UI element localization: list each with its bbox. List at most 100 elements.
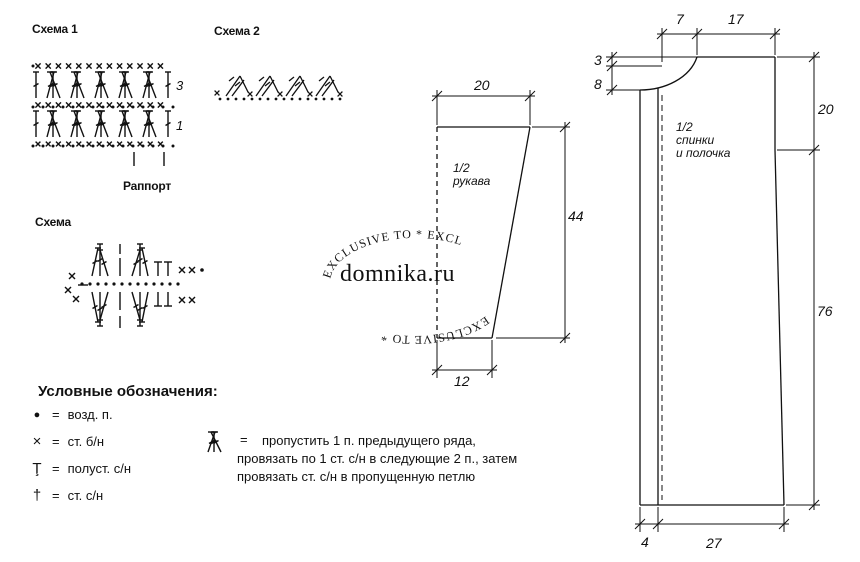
double-crochet: [239, 75, 249, 93]
half-double-crochet-icon: Ţ: [32, 460, 42, 477]
legend-item-hdc: Ţ = полуст. с/н: [30, 460, 131, 477]
legend-complex-eq: =: [240, 432, 248, 447]
single-crochet: [45, 141, 52, 147]
scheme2-title: Схема 2: [214, 24, 260, 38]
single-crochet: [85, 62, 93, 70]
body-label-line2: спинки: [676, 133, 715, 147]
single-crochet: [188, 266, 196, 274]
chain-stitch: [41, 105, 45, 109]
scheme1-title: Схема 1: [32, 22, 78, 36]
single-crochet: [75, 141, 82, 147]
legend-text: возд. п.: [67, 407, 113, 422]
sleeve-height: 44: [568, 208, 584, 224]
single-crochet: [157, 141, 164, 147]
body-shoulder-width: 17: [728, 11, 744, 27]
double-crochet: [321, 79, 335, 97]
sleeve-top-width: 20: [474, 77, 490, 93]
double-crochet-bar: [124, 82, 130, 88]
body-armhole: 20: [818, 101, 834, 117]
double-crochet-bar: [100, 82, 106, 88]
single-crochet: [214, 90, 220, 96]
chain-stitch: [121, 144, 125, 148]
double-crochet-bar: [264, 81, 271, 87]
single-crochet: [157, 101, 164, 109]
chain-stitch: [266, 97, 270, 101]
chain-stitch: [168, 282, 172, 286]
single-crochet: [126, 62, 133, 70]
chain-stitch: [51, 105, 55, 109]
double-crochet-bar: [47, 121, 54, 127]
double-crochet-bar: [143, 82, 150, 88]
single-crochet: [136, 62, 144, 70]
single-crochet: [116, 101, 123, 109]
double-crochet-bar: [92, 259, 98, 265]
double-crochet-bar: [76, 82, 82, 88]
chain-stitch: [274, 97, 278, 101]
chain-stitch: [96, 282, 100, 286]
chain-stitch: [218, 97, 222, 101]
double-crochet-bar: [124, 121, 130, 127]
chain-stitch: [151, 144, 155, 148]
legend-text: полуст. с/н: [67, 461, 132, 476]
chain-stitch: [88, 282, 92, 286]
chain-stitch: [322, 97, 326, 101]
single-crochet: [147, 62, 154, 70]
double-crochet: [231, 79, 245, 97]
single-crochet: [45, 101, 52, 109]
chain-stitch-icon: ●: [33, 408, 41, 421]
single-crochet: [277, 91, 283, 97]
single-crochet: [147, 101, 154, 109]
chain-stitch: [111, 144, 115, 148]
chain-stitch: [101, 105, 105, 109]
chain-stitch: [91, 144, 95, 148]
double-crochet-bar: [142, 304, 148, 310]
chain-stitch: [171, 105, 175, 109]
chain-stitch: [81, 144, 85, 148]
single-crochet: [34, 101, 42, 109]
double-crochet-bar: [33, 82, 39, 88]
double-crochet-bar: [95, 121, 102, 127]
single-crochet: [188, 296, 196, 304]
chain-stitch: [61, 144, 65, 148]
single-crochet: [35, 141, 41, 147]
double-crochet-bar: [71, 82, 78, 88]
legend-item-sc: × = ст. б/н: [30, 433, 104, 450]
sleeve-bottom-width: 12: [454, 373, 470, 389]
single-crochet: [55, 62, 62, 70]
double-crochet: [299, 75, 309, 93]
chain-stitch: [111, 105, 115, 109]
double-crochet-bar: [76, 121, 82, 127]
body-label-line1: 1/2: [676, 120, 693, 134]
single-crochet: [96, 141, 103, 147]
double-crochet-bar: [119, 121, 126, 127]
single-crochet: [106, 101, 113, 109]
chain-stitch: [161, 105, 165, 109]
double-crochet-icon: †: [32, 487, 42, 504]
double-crochet-bar: [208, 439, 215, 445]
single-crochet: [65, 101, 72, 109]
double-crochet-bar: [47, 82, 54, 88]
legend-eq: =: [52, 488, 60, 503]
legend-eq: =: [52, 407, 60, 422]
chain-stitch: [71, 105, 75, 109]
double-crochet: [291, 79, 305, 97]
single-crochet: [157, 62, 164, 70]
double-crochet-bar: [318, 76, 325, 82]
body-bottom-width: 27: [706, 535, 722, 551]
chain-stitch: [71, 144, 75, 148]
double-crochet-bar: [137, 306, 143, 312]
double-crochet-bar: [288, 76, 295, 82]
double-crochet-bar: [101, 260, 107, 266]
chain-stitch: [171, 144, 175, 148]
single-crochet: [106, 141, 113, 147]
double-crochet-bar: [213, 439, 219, 445]
body-label-line3: и полочка: [676, 146, 731, 160]
single-crochet: [116, 141, 123, 147]
single-crochet: [75, 62, 82, 70]
double-crochet-bar: [165, 82, 171, 88]
body-dimensions: [606, 28, 820, 532]
single-crochet: [126, 141, 133, 147]
body-neck-drop: 8: [594, 76, 602, 92]
single-crochet: [307, 91, 313, 97]
